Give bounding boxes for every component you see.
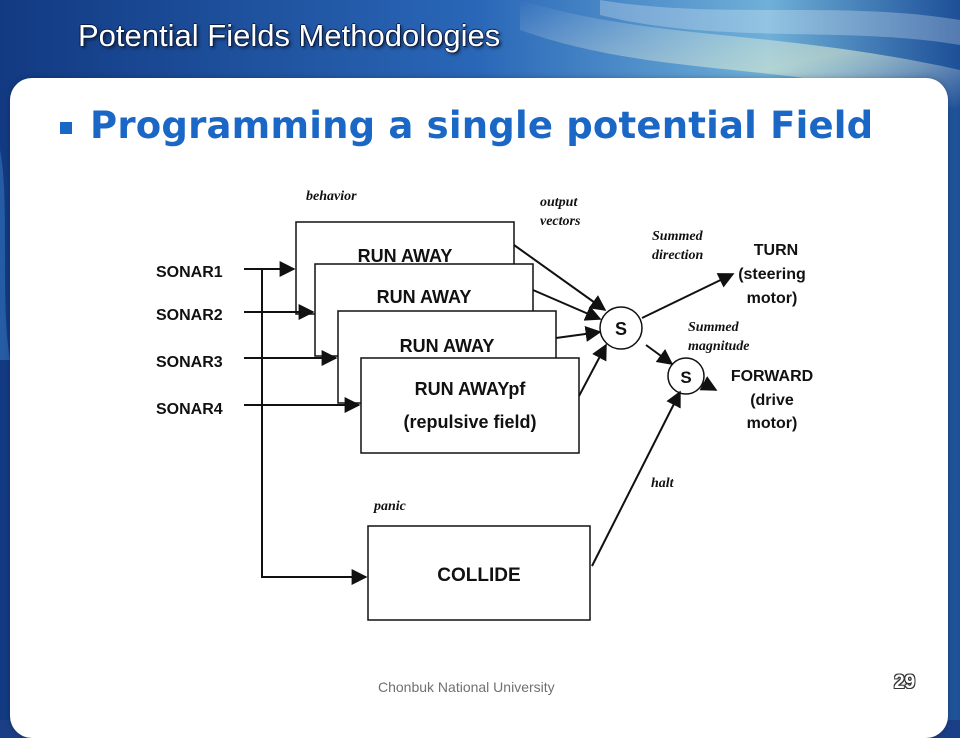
run-away-label-2: RUN AWAY	[377, 287, 472, 307]
collide-label: COLLIDE	[437, 565, 520, 586]
summed-direction-label-1: Summed	[652, 229, 704, 244]
sum-symbol-2: S	[680, 368, 691, 387]
collide-box: COLLIDE	[367, 525, 591, 621]
forward-label: FORWARD	[731, 368, 813, 385]
halt-label: halt	[651, 476, 675, 491]
slide-title: Potential Fields Methodologies	[78, 18, 501, 53]
run-away-pf-label: RUN AWAYpf	[415, 379, 527, 399]
summed-magnitude-label-2: magnitude	[688, 339, 749, 354]
sum-node-magnitude: S	[667, 357, 705, 395]
output-label-1: output	[540, 195, 578, 210]
drive-label: (drive	[750, 392, 794, 409]
output-vector-arrows	[513, 244, 735, 567]
sonar1-label: SONAR1	[156, 264, 223, 281]
run-away-pf-box: RUN AWAYpf (repulsive field)	[360, 357, 580, 454]
turn-label: TURN	[754, 242, 798, 259]
input-arrows	[244, 261, 368, 585]
sum-node-direction: S	[599, 306, 643, 350]
sonar3-label: SONAR3	[156, 354, 223, 371]
steering-label: (steering	[738, 266, 806, 283]
footer-university: Chonbuk National University	[378, 679, 555, 695]
panic-label: panic	[373, 499, 407, 514]
sonar4-label: SONAR4	[156, 401, 223, 418]
sum-symbol-1: S	[615, 319, 627, 339]
output-label-2: vectors	[540, 214, 581, 229]
page-number: 29	[894, 672, 916, 693]
sonar2-label: SONAR2	[156, 307, 223, 324]
run-away-label-1: RUN AWAY	[358, 246, 453, 266]
steering-motor-label: motor)	[747, 290, 798, 307]
potential-field-diagram: RUN AWAY RUN AWAY RUN AWAY RUN AWAYpf (r…	[156, 189, 813, 621]
summed-magnitude-label-1: Summed	[688, 320, 740, 335]
run-away-label-3: RUN AWAY	[400, 336, 495, 356]
square-bullet-icon	[60, 122, 72, 134]
repulsive-field-label: (repulsive field)	[403, 412, 536, 432]
behavior-label: behavior	[306, 189, 357, 204]
summed-direction-label-2: direction	[652, 248, 704, 263]
drive-motor-label: motor)	[747, 415, 798, 432]
slide-heading: Programming a single potential Field	[90, 104, 874, 147]
